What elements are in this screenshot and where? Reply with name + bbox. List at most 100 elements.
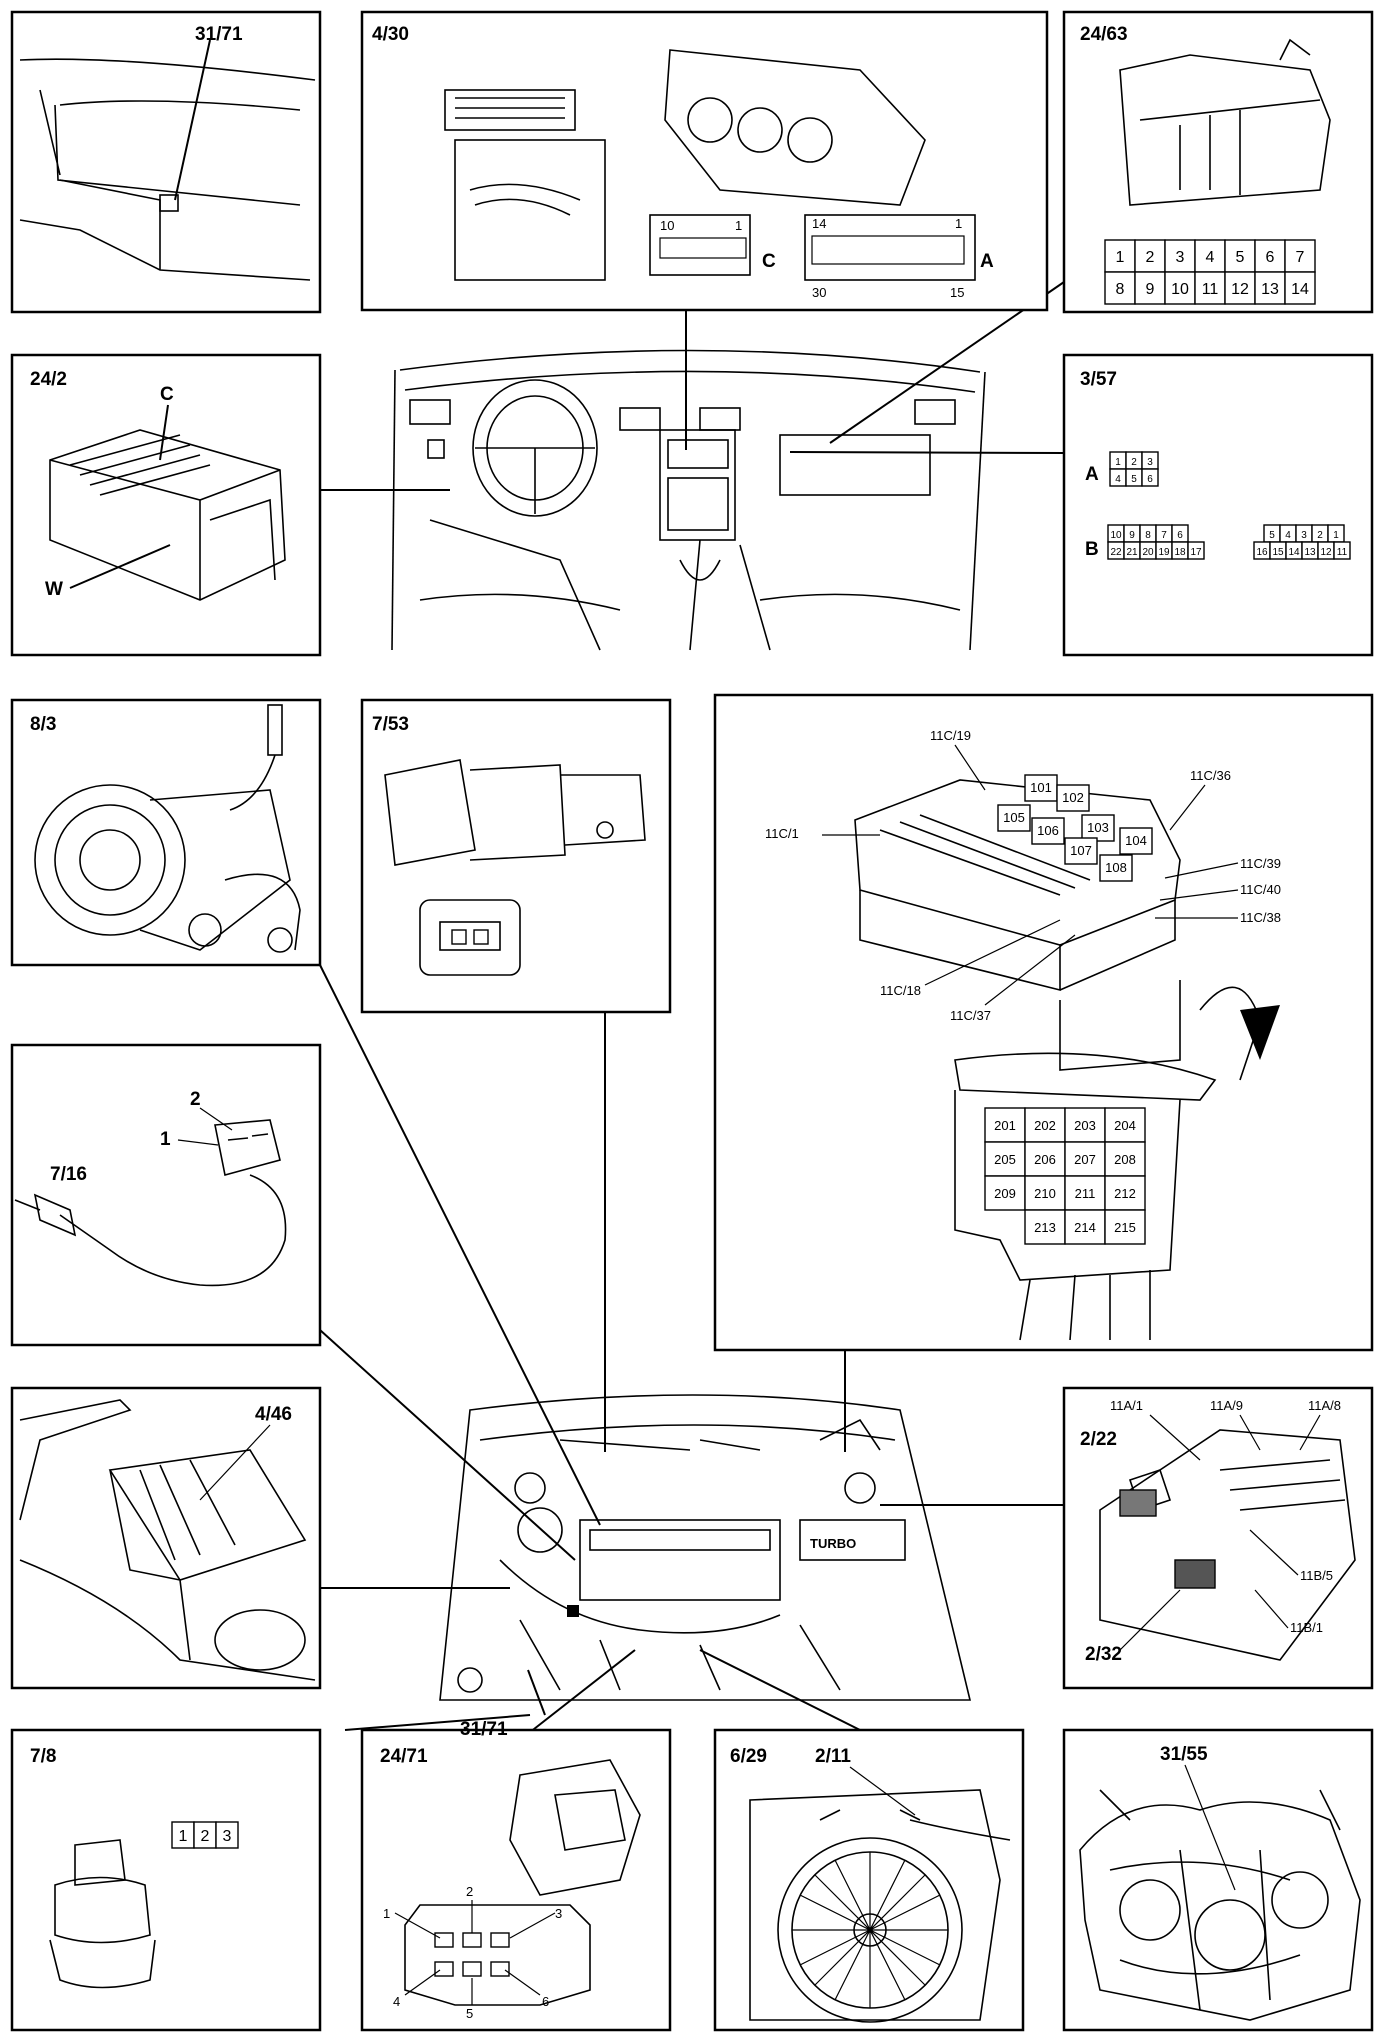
callout: 11C/18 [880, 983, 921, 998]
panel-label: 7/16 [50, 1164, 87, 1185]
pin-label: 3 [1301, 530, 1307, 541]
relay-label: 107 [1070, 843, 1092, 858]
conn-c-right: 1 [735, 218, 742, 233]
relay-cell [1104, 1209, 1146, 1245]
panel-label: 4/30 [372, 24, 409, 45]
relay-label: 209 [994, 1186, 1016, 1201]
panel-label: 3/57 [1080, 369, 1117, 390]
pin-label: 1 [179, 1828, 188, 1845]
relays-top: 101 102 105 106 103 107 104 108 [997, 774, 1153, 882]
pin-label: 17 [1190, 547, 1202, 558]
pin-label: 1 [1333, 530, 1339, 541]
panel-4-30: 4/30 10 1 C 14 1 30 15 A [360, 10, 1049, 312]
relay-cell [984, 1107, 1026, 1143]
pin-label: 1 [1116, 249, 1125, 266]
panel-label: 4/46 [255, 1404, 292, 1425]
pin-label: 6 [542, 1994, 549, 2009]
panel-7-16: 7/16 2 1 [10, 1043, 322, 1347]
conn-a-letter: A [980, 251, 994, 272]
label-w: W [45, 579, 63, 600]
relay-cell [1064, 1209, 1106, 1245]
pin-grid-24-63: 1 2 3 4 5 6 7 8 9 10 11 12 13 14 [1104, 239, 1316, 305]
callout: 11C/40 [1240, 882, 1281, 897]
pin-label: 3 [223, 1828, 232, 1845]
relay-label: 207 [1074, 1152, 1096, 1167]
panel-7-53: 7/53 [360, 698, 672, 1014]
relay-cell [1064, 1141, 1106, 1177]
pin-label: 19 [1158, 547, 1170, 558]
panel-2-22: 11A/1 11A/9 11A/8 2/22 11B/5 11B/1 2/32 [1062, 1386, 1374, 1690]
relay-cell [984, 1141, 1026, 1177]
pin-label: 9 [1146, 281, 1155, 298]
conn-c-letter: C [762, 251, 776, 272]
callout: 11C/36 [1190, 768, 1231, 783]
pin-label: 14 [1291, 281, 1309, 298]
pin-label: 2 [1317, 530, 1323, 541]
label-c: C [160, 384, 174, 405]
pin-label: 8 [1116, 281, 1125, 298]
callout: 11A/8 [1308, 1398, 1341, 1413]
relay-label: 208 [1114, 1152, 1136, 1167]
pin-label: 2 [1146, 249, 1155, 266]
pin-label: 7 [1161, 530, 1167, 541]
relay-label: 206 [1034, 1152, 1056, 1167]
panel-fusebox: 11C/19 11C/36 11C/1 11C/39 11C/40 11C/38… [713, 693, 1374, 1352]
relay-label: 205 [994, 1152, 1016, 1167]
relay-cell [1104, 1141, 1146, 1177]
pin-label: 6 [1266, 249, 1275, 266]
conn-c-left: 10 [660, 218, 674, 233]
relay-label: 211 [1075, 1186, 1096, 1201]
conn-a-top-right: 1 [955, 216, 962, 231]
pin-label: 10 [1171, 281, 1189, 298]
panel-label: 6/29 [730, 1746, 767, 1767]
pin-label: 8 [1145, 530, 1151, 541]
relay-label: 203 [1074, 1118, 1096, 1133]
connector-b-letter: B [1085, 539, 1099, 560]
relay-label: 213 [1034, 1220, 1056, 1235]
callout: 11C/37 [950, 1008, 991, 1023]
pin-label: 16 [1256, 547, 1268, 558]
pin-label: 20 [1142, 547, 1154, 558]
relay-label: 215 [1114, 1220, 1136, 1235]
pin-label: 5 [1269, 530, 1275, 541]
relay-label: 201 [994, 1118, 1016, 1133]
relay-label: 214 [1074, 1220, 1096, 1235]
dashboard-illustration [391, 349, 986, 651]
relay-label: 210 [1034, 1186, 1056, 1201]
relay-cell [1024, 1209, 1066, 1245]
pin-label: 12 [1231, 281, 1249, 298]
pin-label: 15 [1272, 547, 1284, 558]
panel-label-31-71-bottom: 31/71 [460, 1719, 508, 1740]
panel-label: 7/8 [30, 1746, 56, 1767]
callout: 11C/39 [1240, 856, 1281, 871]
pin-label: 18 [1174, 547, 1186, 558]
relay-label: 104 [1125, 833, 1147, 848]
panel-label: 31/55 [1160, 1744, 1208, 1765]
pin-label: 12 [1320, 547, 1332, 558]
pin-label: 1 [1115, 457, 1121, 468]
pin-label: 10 [1110, 530, 1122, 541]
conn-a-bottom-right: 15 [950, 285, 964, 300]
panel-8-3: 8/3 [10, 698, 322, 967]
pin-label: 11 [1202, 281, 1219, 298]
pin-label: 14 [1288, 547, 1300, 558]
pin-label: 9 [1129, 530, 1135, 541]
panel-31-71-top: 31/71 [10, 10, 322, 314]
pin-label: 4 [1115, 474, 1121, 485]
panel-label: 24/71 [380, 1746, 428, 1767]
pin-label: 6 [1177, 530, 1183, 541]
callout: 11A/1 [1110, 1398, 1143, 1413]
pin-label: 22 [1110, 547, 1122, 558]
fusebox-callouts: 11C/19 11C/36 11C/1 11C/39 11C/40 11C/38… [765, 728, 1281, 1023]
panel-7-8: 7/8 1 2 3 [10, 1728, 322, 2032]
relay-label: 102 [1062, 790, 1084, 805]
relay-cell [1024, 1141, 1066, 1177]
panel-31-55: 31/55 [1062, 1728, 1374, 2032]
conn-a-bottom-left: 30 [812, 285, 826, 300]
pin-label: 2 [1131, 457, 1137, 468]
relay-label: 101 [1030, 780, 1052, 795]
relay-label: 105 [1003, 810, 1025, 825]
panel-6-29: 6/29 2/11 [713, 1728, 1025, 2032]
callout: 11B/1 [1290, 1620, 1323, 1635]
